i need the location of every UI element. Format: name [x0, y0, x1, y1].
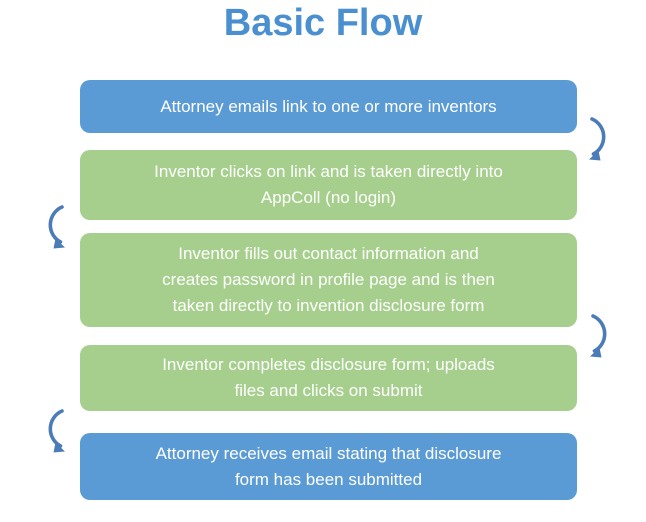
- flow-step-5: Attorney receives email stating that dis…: [80, 433, 577, 500]
- diagram-title: Basic Flow: [223, 2, 423, 44]
- curved-arrow-icon: [48, 205, 65, 249]
- flow-step-1: Attorney emails link to one or more inve…: [80, 80, 577, 133]
- curved-arrow-icon: [48, 409, 65, 453]
- flow-step-4: Inventor completes disclosure form; uplo…: [80, 345, 577, 411]
- flow-step-2: Inventor clicks on link and is taken dir…: [80, 150, 577, 220]
- flow-step-3: Inventor fills out contact information a…: [80, 233, 577, 327]
- curved-arrow-icon: [590, 314, 607, 358]
- curved-arrow-icon: [589, 117, 606, 161]
